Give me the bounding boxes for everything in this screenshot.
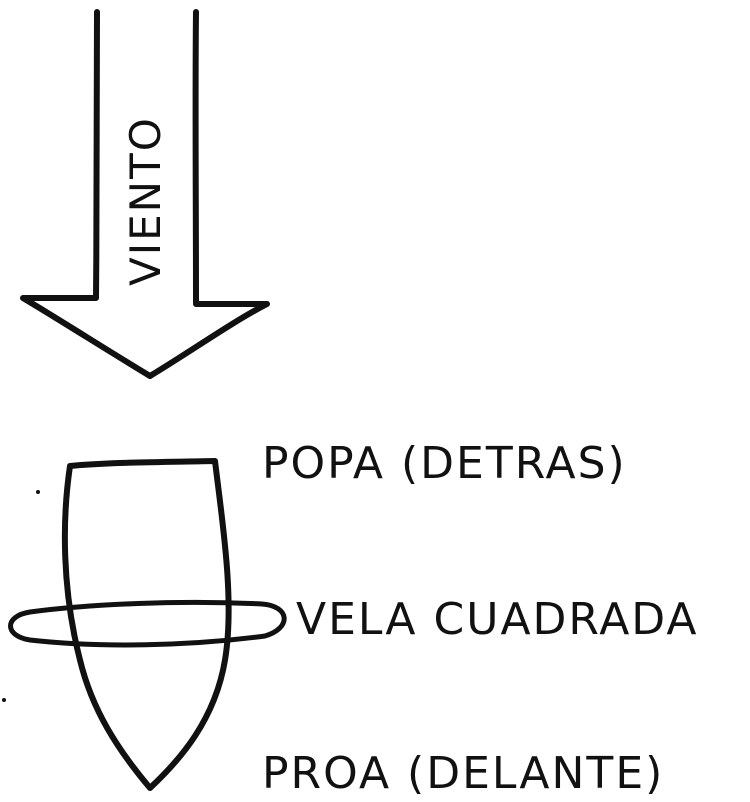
bow-label: PROA (DELANTE) bbox=[262, 748, 664, 799]
ink-dot bbox=[2, 698, 6, 702]
boat-hull bbox=[61, 458, 232, 791]
sail-outline bbox=[8, 599, 287, 648]
wind-arrow bbox=[20, 9, 270, 379]
wind-arrow-outline bbox=[20, 9, 270, 379]
sail-label: VELA CUADRADA bbox=[296, 594, 699, 645]
ink-dot bbox=[36, 490, 40, 494]
wind-label: VIENTO bbox=[121, 116, 170, 286]
square-sail bbox=[8, 599, 287, 648]
hull-outline bbox=[61, 458, 232, 791]
stern-label: POPA (DETRAS) bbox=[262, 438, 627, 489]
